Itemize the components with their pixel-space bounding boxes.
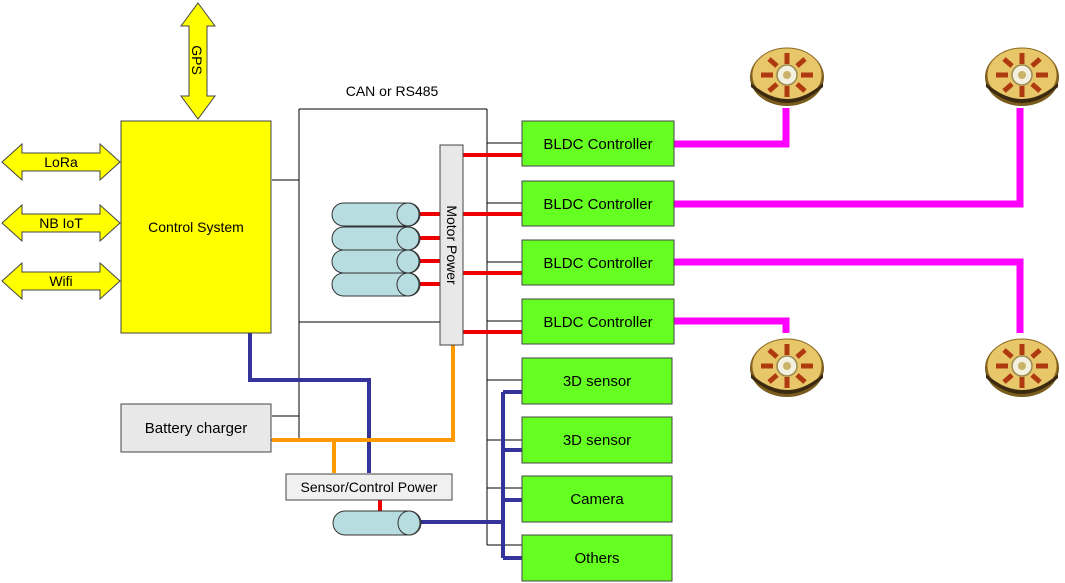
brushless-motor-icon <box>985 339 1059 397</box>
battery-charger-block[interactable]: Battery charger <box>120 403 272 453</box>
bldc-controller-3[interactable]: BLDC Controller <box>521 239 675 286</box>
peripheral-3d-sensor-2[interactable]: 3D sensor <box>521 416 673 464</box>
battery-cell <box>331 249 421 274</box>
gps-arrow <box>180 2 216 120</box>
bldc-controller-label: BLDC Controller <box>543 196 652 213</box>
charger-power-wires <box>272 345 455 473</box>
sensor-control-power-block[interactable]: Sensor/Control Power <box>285 473 453 501</box>
motor-power-bus[interactable]: Motor Power <box>439 144 464 346</box>
gps-link[interactable]: GPS <box>180 2 216 120</box>
battery-pack <box>331 202 421 297</box>
bldc-controller-1[interactable]: BLDC Controller <box>521 120 675 167</box>
bldc-controller-label: BLDC Controller <box>543 136 652 153</box>
bldc-controller-label: BLDC Controller <box>543 255 652 272</box>
motor-phase-wires <box>674 108 1024 333</box>
lora-arrow <box>1 142 121 182</box>
peripheral-label: 3D sensor <box>563 373 631 390</box>
peripheral-3d-sensor-1[interactable]: 3D sensor <box>521 357 673 405</box>
nbiot-link[interactable]: NB IoT <box>1 203 121 243</box>
gps-label: GPS <box>189 45 205 75</box>
brushless-motor-icon <box>985 48 1059 106</box>
brushless-motor-icon <box>750 339 824 397</box>
control-battery-cell <box>332 510 422 536</box>
nbiot-label: NB IoT <box>39 215 83 231</box>
wifi-link[interactable]: Wifi <box>1 261 121 301</box>
peripheral-label: 3D sensor <box>563 432 631 449</box>
motor-power-lines <box>378 153 522 512</box>
sensor-control-power-label: Sensor/Control Power <box>301 479 438 495</box>
battery-cell <box>331 202 421 227</box>
nbiot-arrow <box>1 203 121 243</box>
battery-cell <box>331 226 421 251</box>
battery-charger-label: Battery charger <box>145 420 248 437</box>
control-wires <box>248 333 522 560</box>
control-system-block[interactable]: Control System <box>120 120 272 334</box>
can-bus-label: CAN or RS485 <box>346 83 439 99</box>
wifi-label: Wifi <box>49 273 72 289</box>
bldc-controller-4[interactable]: BLDC Controller <box>521 298 675 345</box>
peripheral-camera[interactable]: Camera <box>521 475 673 523</box>
lora-label: LoRa <box>44 154 78 170</box>
peripheral-others[interactable]: Others <box>521 534 673 582</box>
brushless-motor-icon <box>750 48 824 106</box>
bldc-controller-label: BLDC Controller <box>543 314 652 331</box>
peripheral-label: Others <box>574 550 619 567</box>
peripheral-label: Camera <box>570 491 624 508</box>
lora-link[interactable]: LoRa <box>1 142 121 182</box>
motor-power-label: Motor Power <box>444 205 460 285</box>
wifi-arrow <box>1 261 121 301</box>
control-system-label: Control System <box>148 219 244 235</box>
bldc-controller-2[interactable]: BLDC Controller <box>521 180 675 227</box>
battery-cell <box>331 272 421 297</box>
